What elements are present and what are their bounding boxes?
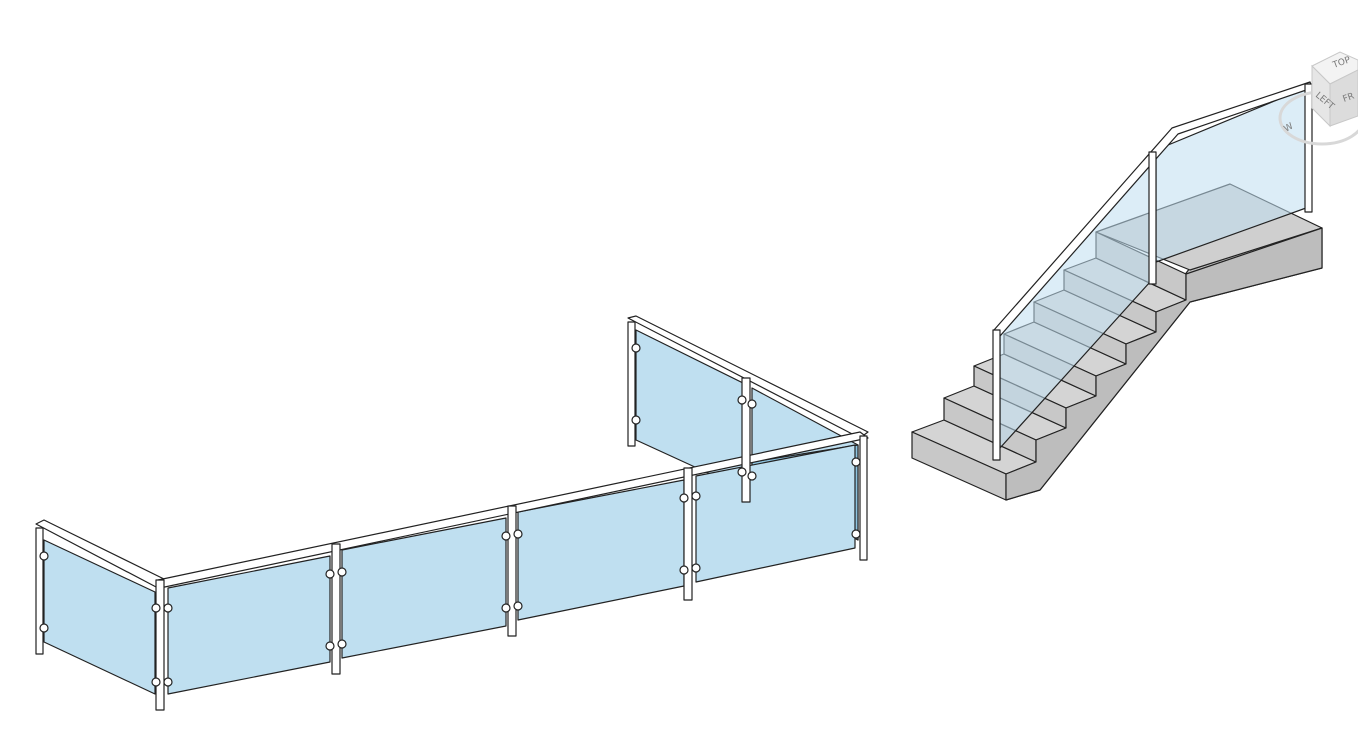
stair-front bbox=[1005, 227, 1323, 501]
glass-railing-l-shaped[interactable] bbox=[35, 315, 869, 711]
post bbox=[992, 329, 1001, 461]
glass-panel bbox=[341, 517, 507, 659]
post bbox=[741, 377, 751, 503]
post bbox=[331, 543, 341, 675]
viewcube-label-front[interactable]: FR bbox=[1342, 92, 1356, 105]
stair-with-glass-railing[interactable] bbox=[911, 81, 1323, 501]
post bbox=[35, 527, 44, 655]
post bbox=[507, 505, 517, 637]
viewcube[interactable]: TOP LEFT FR W bbox=[1278, 51, 1358, 146]
glass-panel bbox=[43, 539, 156, 695]
glass-panel bbox=[167, 555, 331, 695]
post bbox=[683, 467, 693, 601]
post bbox=[859, 435, 868, 561]
viewcube-front-face[interactable] bbox=[1329, 69, 1358, 127]
post bbox=[1148, 151, 1157, 285]
post bbox=[1304, 83, 1313, 213]
posts bbox=[35, 321, 868, 711]
glass-panel bbox=[695, 444, 856, 583]
post bbox=[627, 321, 636, 447]
glass-clamps bbox=[39, 343, 861, 687]
post bbox=[155, 579, 165, 711]
